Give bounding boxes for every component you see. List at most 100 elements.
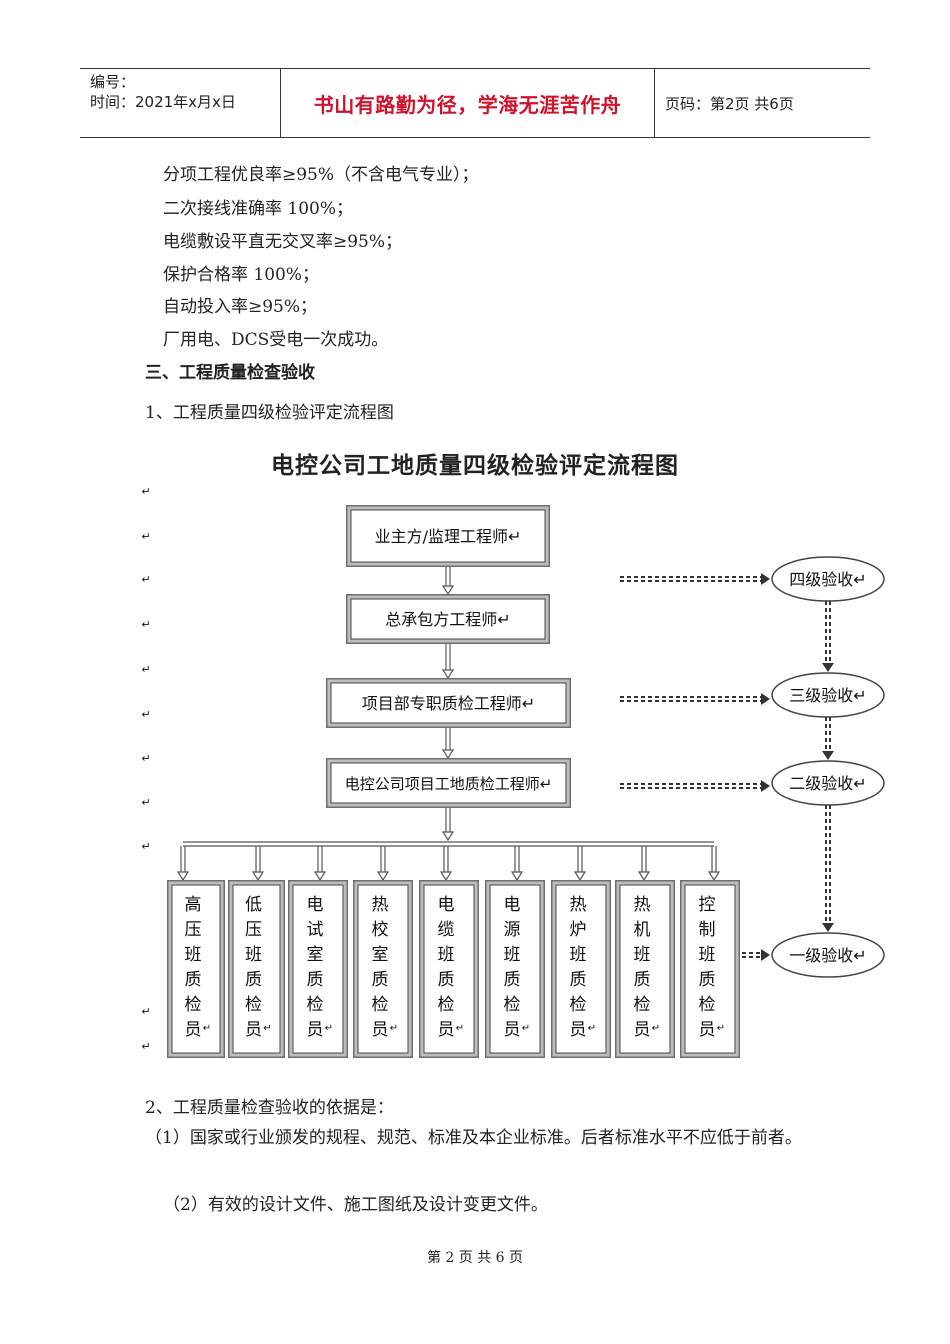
flow-box-label: 总承包方工程师↵	[385, 610, 510, 629]
header-center-cell: 书山有路勤为径，学海无涯苦作舟	[281, 69, 655, 137]
flow-box-label: 电控公司项目工地质检工程师↵	[345, 775, 553, 793]
inspector-label-char: 缆	[438, 920, 455, 940]
inspector-label-char: 检	[570, 995, 587, 1015]
return-mark: ↵	[141, 752, 150, 765]
inspector-label-char: 员	[504, 1020, 521, 1040]
inspector-label-char: 检	[634, 995, 651, 1015]
inspector-label-char: 源	[504, 920, 521, 940]
acceptance-label: 三级验收↵	[789, 686, 866, 705]
dashed-arrow	[620, 573, 770, 585]
header-right-cell: 页码：第2页 共6页	[656, 69, 870, 137]
chart-title: 电控公司工地质量四级检验评定流程图	[271, 453, 679, 479]
inspector-label-char: 室	[372, 945, 389, 965]
inspector-label-char: 员	[185, 1020, 202, 1040]
inspector-label-char: 检	[504, 995, 521, 1015]
flow-box	[346, 505, 550, 567]
inspector-label-char: 检	[372, 995, 389, 1015]
motto: 书山有路勤为径，学海无涯苦作舟	[313, 92, 622, 117]
acceptance-ellipse	[771, 760, 885, 806]
inspector-label-char: 高	[185, 895, 202, 915]
inspector-label-char: 员	[699, 1020, 716, 1040]
sub-title-1: 1、工程质量四级检验评定流程图	[145, 403, 394, 423]
return-mark: ↵	[652, 1023, 660, 1034]
flow-arrow	[573, 846, 587, 882]
return-mark: ↵	[141, 573, 150, 586]
acceptance-ellipse	[771, 556, 885, 602]
flow-box	[326, 758, 571, 808]
flow-arrow	[441, 644, 455, 680]
inspector-label-char: 员	[307, 1020, 324, 1040]
inspector-label-char: 员	[372, 1020, 389, 1040]
dashed-arrow	[822, 805, 834, 932]
return-mark: ↵	[522, 1023, 530, 1034]
flow-arrow	[176, 846, 190, 882]
inspector-label-char: 员	[570, 1020, 587, 1040]
paragraph-1: （1）国家或行业颁发的规程、规范、标准及本企业标准。后者标准水平不应低于前者。	[145, 1128, 802, 1148]
inspector-label-char: 质	[504, 970, 521, 990]
inspector-label-char: 质	[634, 970, 651, 990]
dashed-arrow	[620, 693, 770, 705]
inspector-label-char: 员	[438, 1020, 455, 1040]
inspector-box	[228, 880, 285, 1058]
inspector-box	[615, 880, 675, 1058]
inspector-label-char: 班	[245, 945, 262, 965]
flow-arrow	[376, 846, 390, 882]
inspector-box	[551, 880, 611, 1058]
inspector-label-char: 热	[570, 895, 587, 915]
inspector-label-char: 检	[438, 995, 455, 1015]
return-mark: ↵	[390, 1023, 398, 1034]
page-info: 页码：第2页 共6页	[665, 94, 794, 113]
return-mark: ↵	[141, 796, 150, 809]
time-label: 时间：2021年x月x日	[90, 93, 236, 111]
flow-box	[326, 678, 571, 728]
flow-arrow	[510, 846, 524, 882]
return-mark: ↵	[141, 1005, 150, 1018]
inspector-label-char: 班	[504, 945, 521, 965]
inspector-label-char: 质	[245, 970, 262, 990]
dashed-arrow	[620, 780, 770, 792]
inspector-label-char: 试	[307, 920, 324, 940]
inspector-label-char: 班	[438, 945, 455, 965]
body-line: 电缆敷设平直无交叉率≥95%；	[163, 232, 403, 252]
inspector-label-char: 班	[699, 945, 716, 965]
acceptance-ellipse	[771, 672, 885, 718]
return-mark: ↵	[141, 1040, 150, 1053]
flow-arrow	[637, 846, 651, 882]
inspector-label-char: 热	[372, 895, 389, 915]
body-line: 分项工程优良率≥95%（不含电气专业）；	[163, 165, 479, 185]
return-mark: ↵	[141, 618, 150, 631]
inspector-label-char: 热	[634, 895, 651, 915]
acceptance-label: 二级验收↵	[789, 774, 866, 793]
inspector-label-char: 质	[570, 970, 587, 990]
flow-arrow	[441, 567, 455, 596]
return-mark: ↵	[141, 663, 150, 676]
inspector-box	[485, 880, 545, 1058]
inspector-label-char: 控	[699, 895, 716, 915]
flow-box-label: 项目部专职质检工程师↵	[362, 694, 535, 713]
inspector-label-char: 质	[438, 970, 455, 990]
flow-arrow	[251, 846, 265, 882]
paragraph-2: （2）有效的设计文件、施工图纸及设计变更文件。	[163, 1195, 548, 1215]
inspector-label-char: 员	[245, 1020, 262, 1040]
inspector-label-char: 电	[307, 895, 324, 915]
inspector-label-char: 检	[699, 995, 716, 1015]
inspector-label-char: 校	[372, 920, 389, 940]
header-left-cell: 编号： 时间：2021年x月x日	[80, 69, 281, 137]
return-mark: ↵	[141, 530, 150, 543]
dashed-arrow	[742, 949, 770, 961]
return-mark: ↵	[141, 708, 150, 721]
inspector-box	[419, 880, 479, 1058]
page-header: 编号： 时间：2021年x月x日 书山有路勤为径，学海无涯苦作舟 页码：第2页 …	[80, 68, 870, 138]
inspector-label-char: 压	[245, 920, 262, 940]
dashed-arrow	[822, 717, 834, 760]
body-line: 二次接线准确率 100%；	[163, 199, 354, 219]
inspector-label-char: 检	[185, 995, 202, 1015]
inspector-label-char: 低	[245, 895, 262, 915]
inspector-label-char: 质	[372, 970, 389, 990]
inspector-label-char: 班	[570, 945, 587, 965]
acceptance-label: 四级验收↵	[789, 570, 866, 589]
inspector-label-char: 员	[634, 1020, 651, 1040]
sub-title-2: 2、工程质量检查验收的依据是：	[145, 1098, 394, 1118]
return-mark: ↵	[588, 1023, 596, 1034]
inspector-box	[288, 880, 348, 1058]
